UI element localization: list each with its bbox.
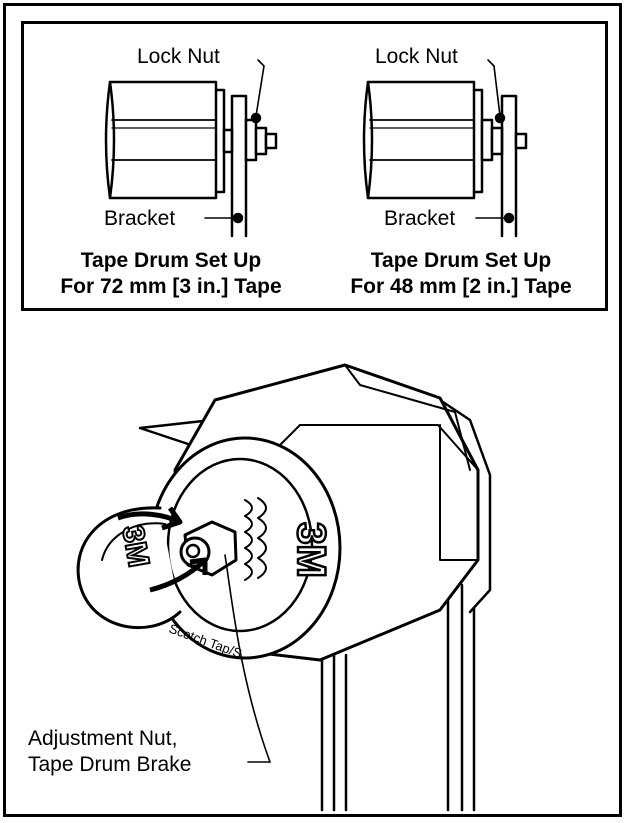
dispenser-illustration (76, 363, 492, 812)
drum-72mm-diagram (104, 59, 278, 238)
brand-mark-side: 3M (289, 522, 333, 578)
lock-nut-label-right: Lock Nut (375, 45, 458, 68)
adjustment-nut-label-line1: Adjustment Nut, (28, 727, 178, 750)
drum-48mm-diagram (362, 59, 528, 238)
caption-48mm: Tape Drum Set Up For 48 mm [2 in.] Tape (318, 248, 604, 301)
caption-48mm-line1: Tape Drum Set Up (370, 249, 552, 272)
adjustment-nut-label: Adjustment Nut, Tape Drum Brake (28, 726, 191, 779)
setup-panel (21, 21, 608, 311)
brand-mark-roll: 3M (115, 523, 155, 570)
lock-nut-label-left: Lock Nut (137, 45, 220, 68)
bracket-label-left: Bracket (104, 207, 176, 230)
caption-72mm-line2: For 72 mm [3 in.] Tape (60, 275, 282, 299)
caption-72mm: Tape Drum Set Up For 72 mm [3 in.] Tape (28, 248, 314, 301)
caption-48mm-line2: For 48 mm [2 in.] Tape (350, 275, 572, 299)
outer-frame (3, 3, 622, 817)
bracket-label-right: Bracket (384, 207, 456, 230)
adjustment-nut-label-line2: Tape Drum Brake (28, 753, 192, 777)
caption-72mm-line1: Tape Drum Set Up (80, 249, 262, 272)
